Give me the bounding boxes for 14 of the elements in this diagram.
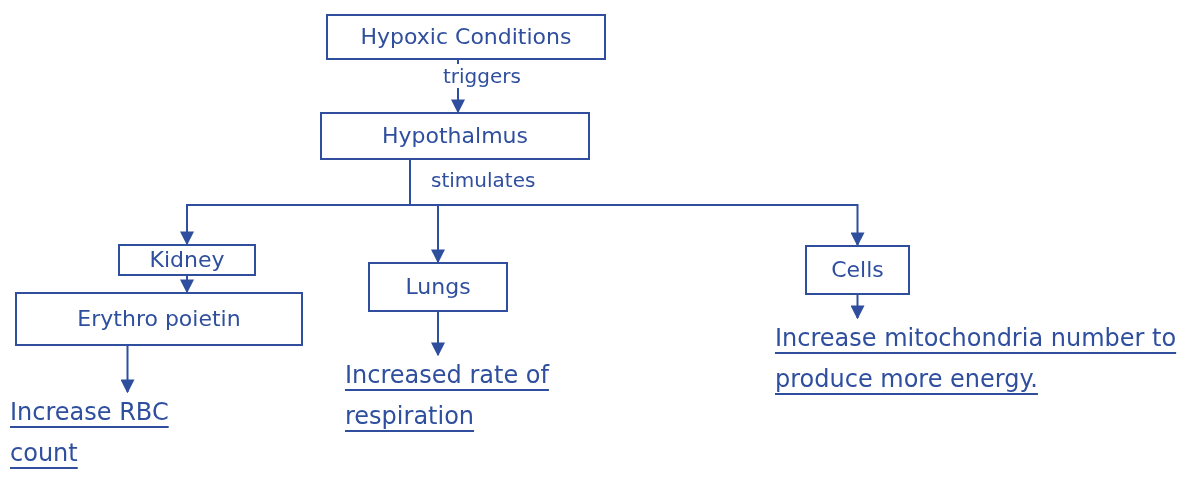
label-box: Hypoxic Conditions [326,14,606,60]
label-box: Lungs [368,262,508,312]
arrow [180,275,194,294]
arrow [409,159,865,247]
note-text: Increase mitochondria number to produce more energy. [775,318,1185,468]
label-box: Hypothalmus [320,112,590,160]
label-box: Kidney [118,244,256,276]
arrow [850,294,865,320]
label-box: Cells [805,245,910,295]
note-text: Increase RBC count [10,392,240,482]
arrow [120,345,135,394]
label-box: Erythro poietin [15,292,303,346]
arrow [431,311,445,357]
note-text: Increased rate of respiration [345,355,595,455]
